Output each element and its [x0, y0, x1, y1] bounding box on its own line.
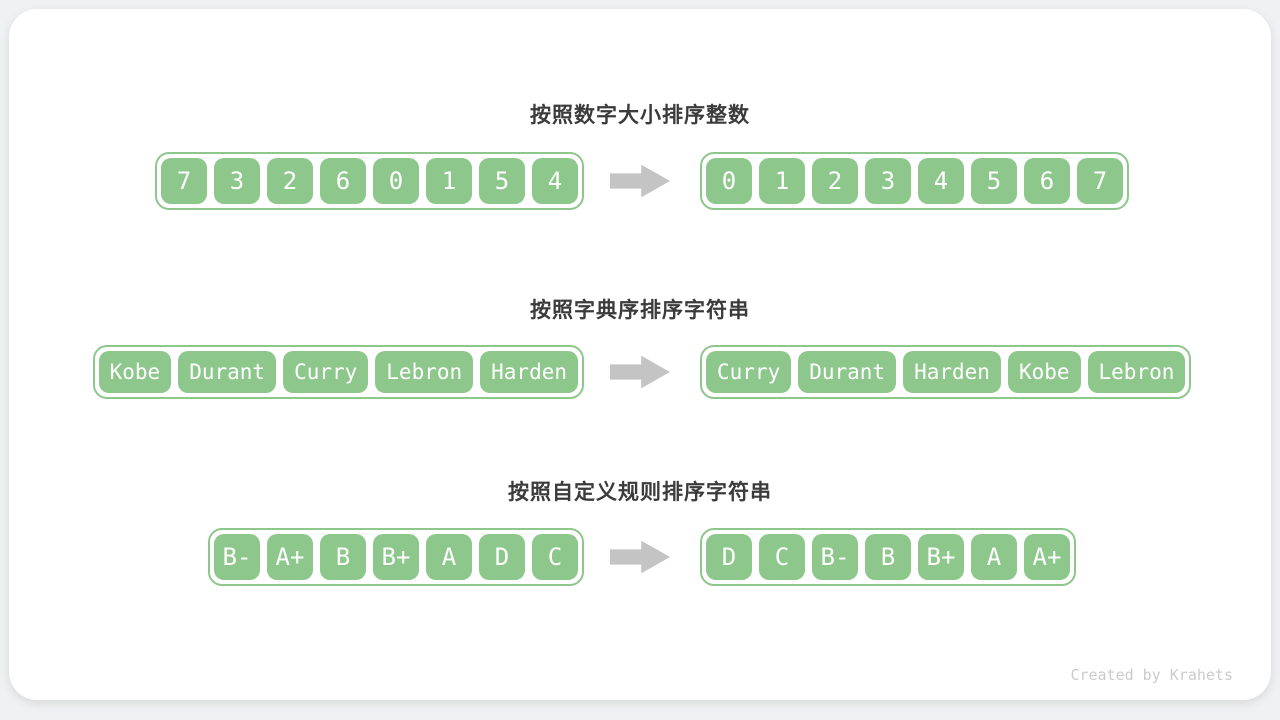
- array-cell: A: [971, 534, 1017, 580]
- array-cell: 6: [320, 158, 366, 204]
- array-cell: 4: [532, 158, 578, 204]
- credit-text: Created by Krahets: [1070, 666, 1233, 684]
- array-cell: B: [865, 534, 911, 580]
- array-cell: B-: [214, 534, 260, 580]
- array-cell: A+: [267, 534, 313, 580]
- array-cell: 3: [865, 158, 911, 204]
- section-title: 按照字典序排序字符串: [530, 299, 750, 322]
- array-cell: 2: [267, 158, 313, 204]
- array-cell: C: [759, 534, 805, 580]
- array-cell: 5: [971, 158, 1017, 204]
- array-cell: Curry: [706, 351, 792, 393]
- array-cell: Lebron: [1087, 351, 1186, 393]
- array-cell: 1: [426, 158, 472, 204]
- array-cell: 4: [918, 158, 964, 204]
- array-cell: D: [479, 534, 525, 580]
- array-cell: A+: [1024, 534, 1070, 580]
- array-cell: Curry: [283, 351, 369, 393]
- array-cell: Durant: [178, 351, 277, 393]
- array-cell: 0: [373, 158, 419, 204]
- array-cell: B: [320, 534, 366, 580]
- array-cell: Lebron: [375, 351, 474, 393]
- array-cell: 1: [759, 158, 805, 204]
- array-cell: Harden: [480, 351, 578, 393]
- array-cell: 6: [1024, 158, 1070, 204]
- array-cell: B+: [373, 534, 419, 580]
- section-title: 按照数字大小排序整数: [530, 104, 750, 127]
- section-title: 按照自定义规则排序字符串: [508, 481, 772, 504]
- array-cell: Harden: [903, 351, 1001, 393]
- array-cell: Durant: [798, 351, 897, 393]
- array-cell: 2: [812, 158, 858, 204]
- array-cell: 0: [706, 158, 752, 204]
- array-cell: B-: [812, 534, 858, 580]
- array-cell: Kobe: [1007, 351, 1081, 393]
- array-cell: 7: [1077, 158, 1123, 204]
- array-cell: C: [532, 534, 578, 580]
- arrow-right-icon: [610, 355, 670, 389]
- array-cell: 3: [214, 158, 260, 204]
- array-cell: B+: [918, 534, 964, 580]
- array-cell: 7: [161, 158, 207, 204]
- array-cell: A: [426, 534, 472, 580]
- arrow-right-icon: [610, 164, 670, 198]
- array-cell: Kobe: [98, 351, 172, 393]
- arrow-right-icon: [610, 540, 670, 574]
- array-cell: 5: [479, 158, 525, 204]
- array-cell: D: [706, 534, 752, 580]
